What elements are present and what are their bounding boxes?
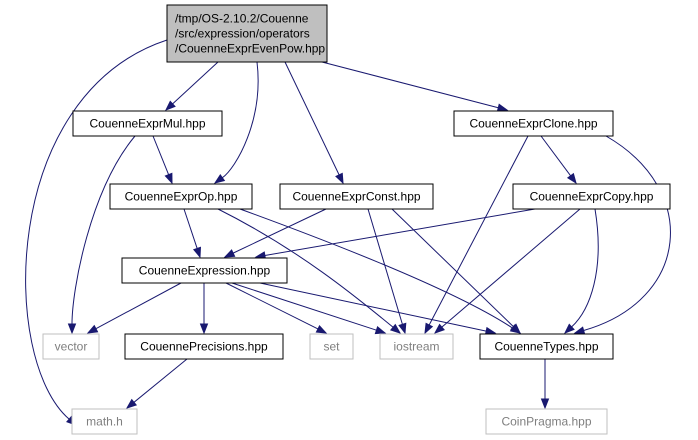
- node-label: CouenneExprConst.hpp: [292, 190, 420, 204]
- edge-clone-to-copy: [540, 135, 577, 185]
- node-iostream: iostream: [379, 333, 454, 360]
- arrowhead: [213, 174, 226, 184]
- node-label: /src/expression/operators: [175, 27, 310, 41]
- node-label: CouenneExprCopy.hpp: [530, 190, 654, 204]
- node-label: CouenneExprClone.hpp: [469, 117, 597, 131]
- arrowhead: [566, 172, 577, 185]
- edge-root-to-mul: [164, 61, 219, 111]
- node-vector: vector: [42, 333, 100, 360]
- arrowhead: [164, 100, 176, 111]
- node-label: /CouenneExprEvenPow.hpp: [175, 42, 325, 56]
- edge-root-to-const: [284, 61, 344, 185]
- node-box: [453, 110, 614, 137]
- node-box: [166, 4, 328, 63]
- node-label: CouenneExprMul.hpp: [89, 117, 205, 131]
- arrowhead: [510, 323, 521, 334]
- arrowhead: [335, 172, 344, 185]
- edges-layer: [25, 39, 671, 426]
- arrowhead: [573, 326, 586, 335]
- arrowhead: [315, 324, 328, 334]
- node-precisions[interactable]: CouennePrecisions.hpp: [124, 333, 284, 360]
- edge-clone-to-iostream: [424, 135, 529, 335]
- arrowhead: [433, 323, 445, 334]
- node-label: CouenneExprOp.hpp: [125, 190, 238, 204]
- arrowhead: [223, 249, 236, 258]
- edge-types-to-coinpragma: [540, 359, 550, 410]
- node-box: [72, 110, 223, 137]
- node-root[interactable]: /tmp/OS-2.10.2/Couenne/src/expression/op…: [166, 4, 328, 63]
- edge-precisions-to-math: [125, 358, 188, 409]
- node-label: CoinPragma.hpp: [501, 415, 591, 429]
- edge-mul-to-vector: [67, 135, 136, 335]
- node-copy[interactable]: CouenneExprCopy.hpp: [512, 183, 671, 210]
- node-label: /tmp/OS-2.10.2/Couenne: [175, 12, 309, 26]
- node-box: [109, 183, 253, 210]
- arrowhead: [199, 323, 209, 335]
- node-op[interactable]: CouenneExprOp.hpp: [109, 183, 253, 210]
- node-label: CouenneExpression.hpp: [139, 264, 271, 278]
- node-label: math.h: [86, 415, 123, 429]
- node-label: CouennePrecisions.hpp: [140, 340, 268, 354]
- arrowhead: [67, 323, 77, 335]
- arrowhead: [496, 103, 509, 112]
- arrowhead: [192, 246, 202, 259]
- edge-root-to-math: [25, 39, 168, 426]
- node-box: [309, 333, 354, 360]
- edge-op-to-expression: [183, 208, 202, 259]
- nodes-layer: /tmp/OS-2.10.2/Couenne/src/expression/op…: [42, 4, 671, 435]
- node-math: math.h: [71, 408, 138, 435]
- node-set: set: [309, 333, 354, 360]
- node-label: set: [323, 340, 340, 354]
- node-box: [479, 333, 614, 360]
- edge-copy-to-expression: [254, 208, 536, 260]
- node-box: [71, 408, 138, 435]
- arrowhead: [424, 322, 434, 335]
- node-box: [124, 333, 284, 360]
- edge-copy-to-iostream: [433, 208, 581, 334]
- node-label: CouenneTypes.hpp: [494, 340, 598, 354]
- node-mul[interactable]: CouenneExprMul.hpp: [72, 110, 223, 137]
- edge-root-to-clone: [321, 61, 509, 112]
- node-label: iostream: [393, 340, 439, 354]
- arrowhead: [563, 323, 575, 334]
- node-types[interactable]: CouenneTypes.hpp: [479, 333, 614, 360]
- edge-const-to-types: [391, 208, 521, 334]
- arrowhead: [86, 324, 99, 334]
- node-expression[interactable]: CouenneExpression.hpp: [121, 257, 288, 284]
- node-box: [279, 183, 434, 210]
- arrowhead: [389, 323, 402, 334]
- arrowhead: [374, 326, 387, 335]
- edge-expression-to-precisions: [199, 283, 209, 335]
- node-const[interactable]: CouenneExprConst.hpp: [279, 183, 434, 210]
- edge-expression-to-vector: [86, 282, 182, 334]
- edge-op-to-iostream: [217, 208, 402, 334]
- node-coinpragma: CoinPragma.hpp: [485, 408, 608, 435]
- edge-expression-to-iostream: [231, 282, 387, 335]
- edge-const-to-expression: [223, 208, 327, 258]
- arrowhead: [125, 398, 138, 409]
- node-box: [379, 333, 454, 360]
- arrowhead: [398, 322, 407, 335]
- node-box: [512, 183, 671, 210]
- edge-clone-to-types: [573, 135, 671, 335]
- node-box: [485, 408, 608, 435]
- edge-root-to-op: [213, 61, 259, 184]
- edge-const-to-iostream: [367, 208, 407, 335]
- edge-expression-to-set: [225, 282, 328, 334]
- node-clone[interactable]: CouenneExprClone.hpp: [453, 110, 614, 137]
- edge-mul-to-op: [152, 135, 173, 185]
- arrowhead: [164, 172, 173, 185]
- node-box: [42, 333, 100, 360]
- node-label: vector: [55, 340, 88, 354]
- node-box: [121, 257, 288, 284]
- arrowhead: [540, 398, 550, 410]
- edge-copy-to-types: [563, 208, 599, 334]
